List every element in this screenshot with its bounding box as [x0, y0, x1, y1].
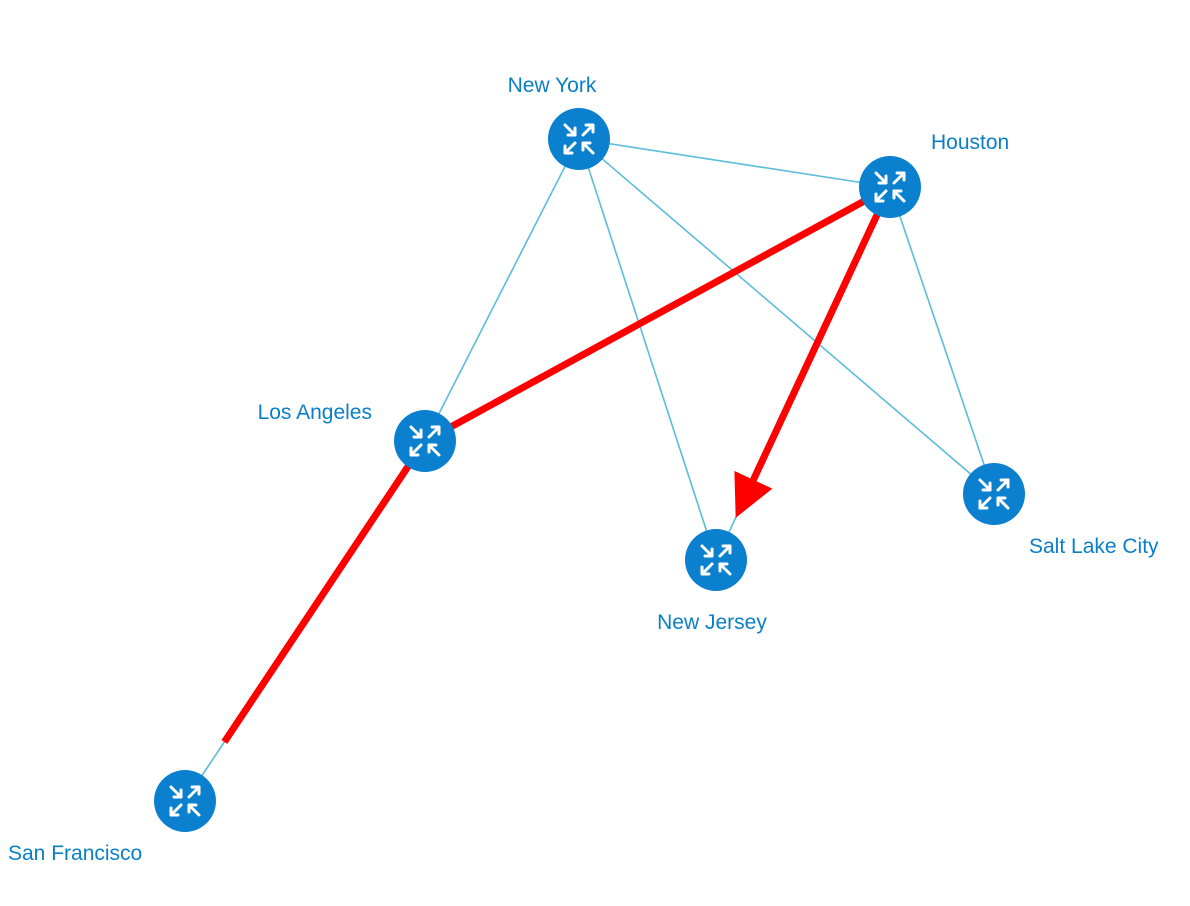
link-new-york-houston[interactable] [578, 138, 891, 188]
node-new-york[interactable]: New York [508, 74, 610, 170]
node-circle[interactable] [859, 156, 921, 218]
links-layer [184, 138, 995, 802]
node-circle[interactable] [685, 529, 747, 591]
node-label: Los Angeles [258, 401, 372, 424]
node-label: Salt Lake City [1029, 535, 1159, 558]
link-new-york-new-jersey[interactable] [578, 138, 717, 561]
highlighted-route-path[interactable] [221, 183, 894, 744]
node-circle[interactable] [154, 770, 216, 832]
node-circle[interactable] [548, 108, 610, 170]
node-circle[interactable] [963, 463, 1025, 525]
node-san-francisco[interactable]: San Francisco [8, 770, 216, 865]
node-new-jersey[interactable]: New Jersey [657, 529, 767, 634]
node-los-angeles[interactable]: Los Angeles [258, 401, 456, 472]
link-houston-salt-lake-city[interactable] [889, 186, 995, 495]
node-label: New Jersey [657, 611, 767, 634]
highlighted-path-layer [221, 183, 894, 744]
link-new-york-los-angeles[interactable] [424, 138, 580, 442]
node-circle[interactable] [394, 410, 456, 472]
node-label: San Francisco [8, 842, 142, 865]
node-houston[interactable]: Houston [859, 131, 1009, 218]
node-label: New York [508, 74, 597, 97]
node-label: Houston [931, 131, 1009, 154]
node-salt-lake-city[interactable]: Salt Lake City [963, 463, 1159, 558]
link-new-york-salt-lake-city[interactable] [578, 138, 995, 495]
